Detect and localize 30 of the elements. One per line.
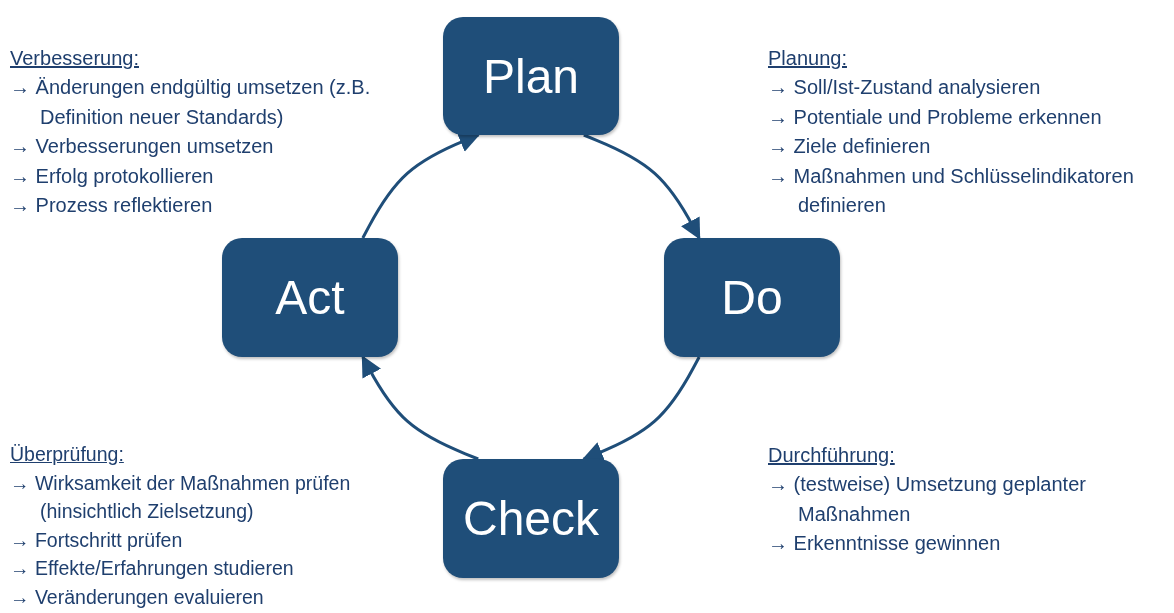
list-item: → (testweise) Umsetzung geplanter Maßnahmen: [768, 472, 1087, 527]
section-heading: Überprüfung:: [10, 442, 124, 467]
list-item: → Erfolg protokollieren: [10, 163, 214, 189]
box-label: Do: [721, 270, 783, 325]
rounded-box: [443, 17, 619, 135]
list-item: → Effekte/Erfahrungen studieren: [10, 556, 294, 581]
list-item: → Änderungen endgültig umsetzen (z.B. Definition neuer Standards): [10, 75, 372, 130]
curved-arrow: [361, 355, 479, 461]
curved-arrow: [581, 356, 701, 462]
list-item: → Wirksamkeit der Maßnahmen prüfen (hinsichtlich Zielsetzung): [10, 470, 352, 524]
list-item: → Erkenntnisse gewinnen: [768, 531, 1001, 557]
list-item: → Fortschritt prüfen: [10, 527, 183, 553]
rounded-box: [664, 238, 840, 357]
list-item: → Prozess reflektieren: [10, 193, 213, 219]
list-item: → Potentiale und Probleme erkennen: [768, 104, 1102, 130]
section-heading: Planung:: [768, 46, 847, 71]
list-item: → Veränderungen evaluieren: [10, 584, 264, 610]
box-label: Check: [462, 491, 600, 546]
section-heading: Durchführung:: [768, 443, 895, 468]
curved-arrow: [583, 133, 701, 240]
rounded-box: [443, 459, 619, 578]
list-item: → Verbesserungen umsetzen: [10, 134, 274, 160]
list-item: → Soll/Ist-Zustand analysieren: [768, 75, 1041, 101]
curved-arrow: [361, 132, 481, 239]
list-item: → Ziele definieren: [768, 134, 931, 160]
section-heading: Verbesserung:: [10, 46, 139, 71]
box-label: Plan: [482, 48, 580, 104]
list-item: → Maßnahmen und Schlüsselindikatoren definieren: [768, 163, 1135, 219]
box-label: Act: [275, 270, 345, 325]
rounded-box: [222, 238, 398, 357]
